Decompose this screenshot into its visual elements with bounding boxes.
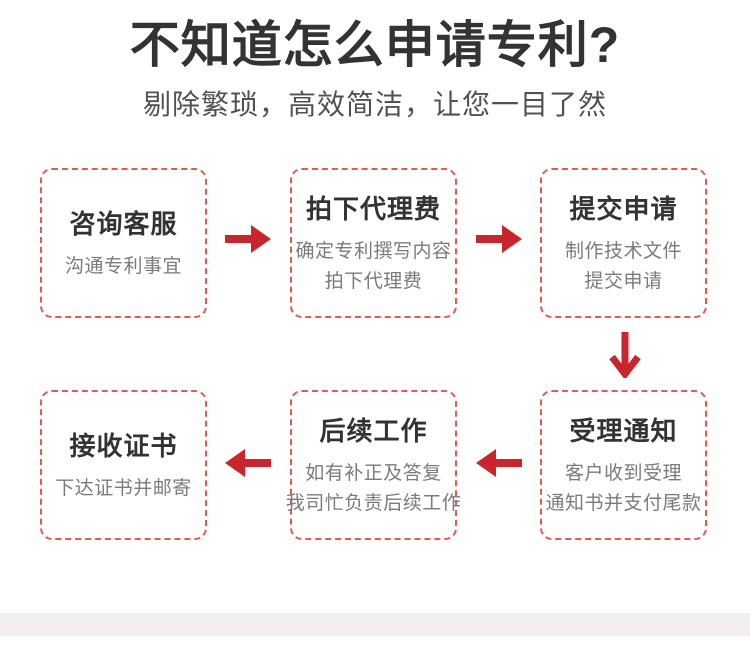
step-title: 拍下代理费 xyxy=(305,194,441,224)
step-description-line: 拍下代理费 xyxy=(324,271,423,292)
arrow-down-icon xyxy=(609,332,641,378)
step-box-consult-service: 咨询客服 沟通专利事宜 xyxy=(40,168,207,318)
step-title: 受理通知 xyxy=(569,416,678,446)
step-box-follow-up-work: 后续工作 如有补正及答复 我司忙负责后续工作 xyxy=(286,390,461,540)
step-description-line: 通知书并支付尾款 xyxy=(545,493,702,514)
step-description-line: 如有补正及答复 xyxy=(305,463,442,484)
step-description-line: 沟通专利事宜 xyxy=(64,256,182,277)
arrow-right-icon xyxy=(225,225,271,253)
step-title: 提交申请 xyxy=(569,194,678,224)
step-box-pay-agency-fee: 拍下代理费 确定专利撰写内容 拍下代理费 xyxy=(290,168,457,318)
step-description-line: 我司忙负责后续工作 xyxy=(285,493,462,514)
step-title: 咨询客服 xyxy=(69,209,178,239)
step-title: 后续工作 xyxy=(319,416,428,446)
step-description-line: 下达证书并邮寄 xyxy=(55,478,192,499)
page-title: 不知道怎么申请专利? xyxy=(129,17,621,73)
step-box-submit-application: 提交申请 制作技术文件 提交申请 xyxy=(540,168,707,318)
step-description-line: 制作技术文件 xyxy=(564,241,682,262)
page-subtitle: 剔除繁琐，高效简洁，让您一目了然 xyxy=(142,89,607,120)
step-box-acceptance-notice: 受理通知 客户收到受理 通知书并支付尾款 xyxy=(540,390,707,540)
step-description-line: 确定专利撰写内容 xyxy=(295,241,452,262)
arrow-left-icon xyxy=(225,449,271,477)
step-description-line: 客户收到受理 xyxy=(564,463,682,484)
footer-divider-bar xyxy=(0,613,750,636)
step-description-line: 提交申请 xyxy=(584,271,663,292)
arrow-right-icon xyxy=(476,225,522,253)
step-box-receive-certificate: 接收证书 下达证书并邮寄 xyxy=(40,390,207,540)
arrow-left-icon xyxy=(476,449,522,477)
step-title: 接收证书 xyxy=(69,431,178,461)
